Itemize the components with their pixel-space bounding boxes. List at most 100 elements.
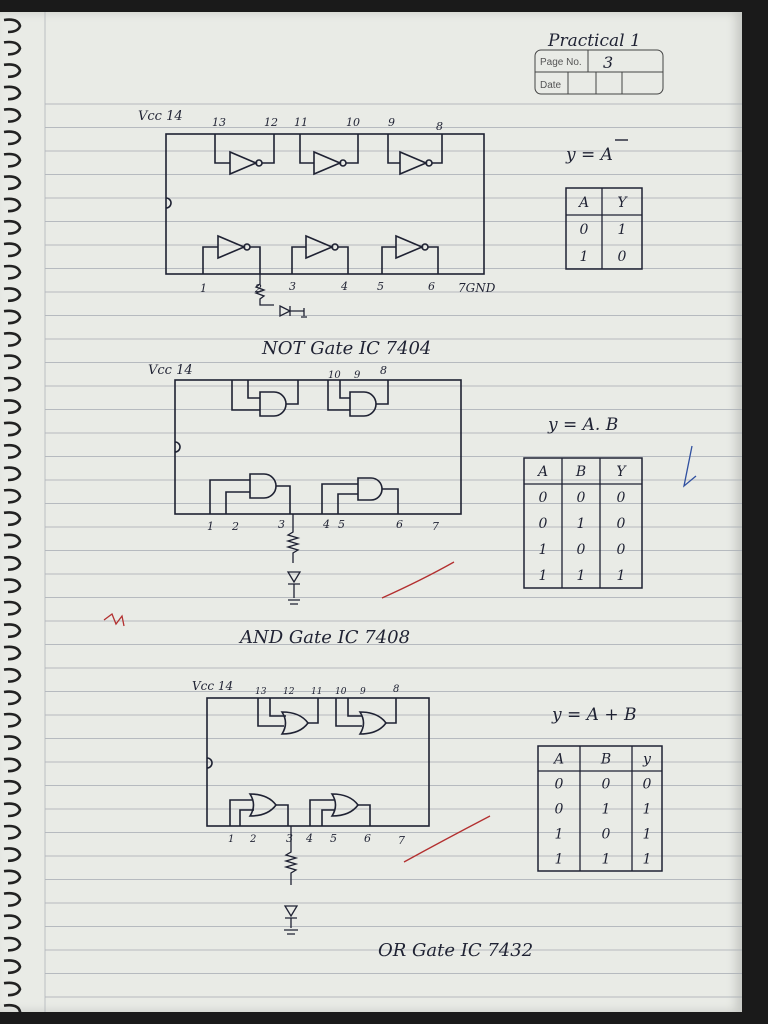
and-caption: AND Gate IC 7408 [238,627,410,648]
not-caption: NOT Gate IC 7404 [261,338,431,359]
not-top-pin: 10 [346,116,360,129]
practical-title: Practical 1 [547,31,641,51]
or-vcc-label: Vcc 14 [192,679,233,693]
or-top-pin: 12 [283,687,295,697]
red-ink-stroke [403,815,491,863]
or-gate [229,793,289,826]
truth-table-cell: 1 [643,827,652,843]
or-top-pin: 13 [255,687,267,697]
not-bottom-pin: 3 [289,280,296,293]
truth-table-cell: 1 [643,802,652,818]
and-bottom-pin: 5 [338,518,345,531]
page-no-value: 3 [603,53,613,72]
truth-table-header: Y [617,195,628,211]
truth-table-cell: 1 [555,852,564,868]
not-bottom-pin: 6 [428,280,435,293]
not-top-pin: 11 [294,116,308,129]
blue-ink-mark [683,445,697,488]
or-caption: OR Gate IC 7432 [378,940,533,961]
truth-table-header: B [575,464,586,480]
and-top-pin: 8 [380,364,387,377]
not-inverter [214,134,275,176]
not-ic-chip [165,133,485,275]
not-bottom-pin: 5 [377,280,384,293]
or-bottom-pin: 1 [228,834,234,845]
or-top-pin: 9 [360,687,366,697]
or-labels: Vcc 14 13 12 11 10 9 8 1 2 3 4 5 6 7 OR … [192,679,636,961]
or-gate [257,698,319,735]
red-ink-stroke [381,561,455,599]
truth-table-header: A [552,752,564,768]
truth-table-header: B [600,752,611,768]
not-labels: Vcc 14 13 12 11 10 9 8 1 2 3 4 5 6 7GND … [138,109,628,359]
truth-table-cell: 0 [618,249,627,265]
or-output-resistor [283,826,299,885]
not-vcc-label: Vcc 14 [138,109,183,124]
not-equation: y = A [565,145,613,165]
and-gate-diagram [174,379,462,605]
or-top-pin: 8 [393,684,399,695]
and-bottom-pin: 3 [278,518,285,531]
not-output-resistor [254,274,274,306]
and-output-resistor [285,514,301,563]
and-bottom-pin: 6 [396,518,403,531]
and-output-led [286,571,302,605]
and-bottom-pin: 4 [322,518,330,531]
and-bottom-pin: 1 [207,520,214,533]
spiral-binding [3,18,22,1012]
and-ic-notch [174,441,181,453]
or-gate [335,698,397,735]
truth-table-header: y [642,752,652,768]
not-bottom-pin: 4 [340,280,348,293]
or-gate-diagram [206,697,430,935]
and-gate [209,473,291,514]
or-top-pin: 10 [335,687,347,697]
truth-table-cell: 1 [617,568,626,584]
not-inverter [202,234,261,274]
truth-table-cell: 1 [618,222,627,238]
truth-table-cell: 0 [539,516,548,532]
or-bottom-pin: 7 [398,834,405,847]
truth-table-header: A [577,195,589,211]
not-ic-notch [165,197,172,209]
and-labels: Vcc 14 10 9 8 1 2 3 4 5 6 7 AND Gate IC … [148,363,618,648]
and-equation: y = A. B [547,415,618,435]
or-bottom-pin: 5 [330,832,337,845]
page-header: Practical 1 Page No. 3 Date [534,31,664,95]
and-top-pin: 9 [354,370,361,381]
or-gate [309,793,371,826]
truth-table-cell: 1 [602,852,611,868]
not-top-pin: 9 [388,116,395,129]
red-ink-mark [103,612,125,627]
truth-table-cell: 1 [539,542,548,558]
and-gate [327,380,389,417]
page-no-label: Page No. [540,57,582,68]
not-gnd-label: 7GND [458,281,496,295]
truth-table-cell: 1 [539,568,548,584]
and-vcc-label: Vcc 14 [148,363,193,378]
or-bottom-pin: 2 [249,834,256,845]
truth-table-cell: 0 [643,777,652,793]
truth-table-cell: 0 [577,490,586,506]
not-bottom-pin: 2 [254,282,262,295]
not-inverter [291,234,349,274]
truth-table-cell: 1 [577,516,586,532]
truth-table-header: A [536,464,548,480]
ruled-lines [44,12,742,1012]
truth-table-cell: 1 [555,827,564,843]
truth-table-cell: 0 [617,490,626,506]
not-top-pin: 8 [436,120,443,133]
truth-table-cell: 0 [580,222,589,238]
and-bottom-pin: 7 [432,520,439,533]
or-bottom-pin: 3 [286,832,293,845]
and-bottom-pin: 2 [231,520,239,533]
not-bottom-pin: 1 [200,282,207,295]
and-top-pin: 10 [328,370,341,381]
not-inverter [299,134,359,176]
and-ic-chip [174,379,462,515]
notebook-page [0,12,742,1012]
not-output-led [279,304,307,318]
